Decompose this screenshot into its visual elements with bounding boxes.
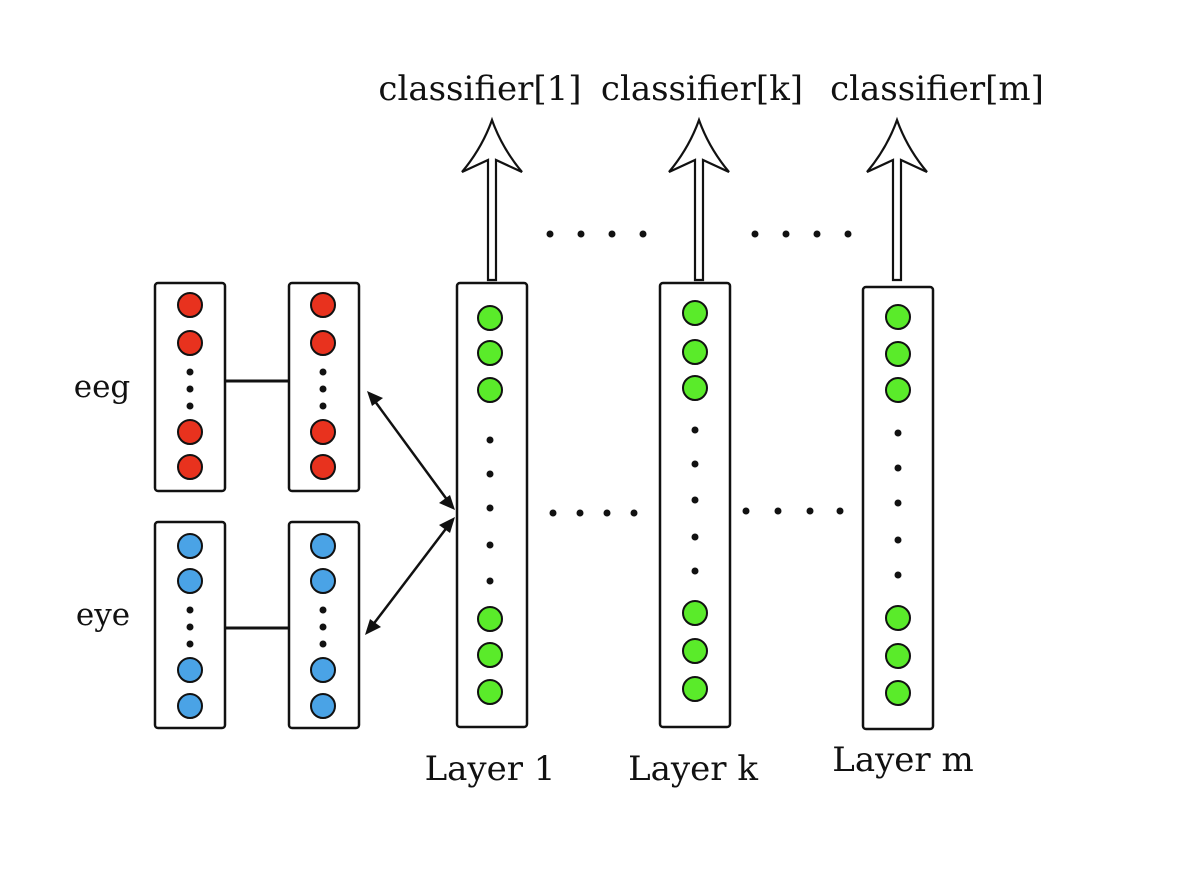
eye-node bbox=[310, 568, 336, 594]
layer-1-ellipsis-dot bbox=[486, 504, 494, 512]
classifier-arrow-m bbox=[866, 116, 928, 282]
eye-ellipsis-dot bbox=[186, 640, 194, 648]
layer-1-ellipsis-dot bbox=[486, 541, 494, 549]
layer-1-ellipsis-dot bbox=[486, 577, 494, 585]
eye-node bbox=[177, 533, 203, 559]
eye-node bbox=[177, 693, 203, 719]
eye-ellipsis-dot bbox=[186, 623, 194, 631]
layer-m-node bbox=[885, 643, 911, 669]
layer-m-box bbox=[861, 285, 935, 731]
layer-1-ellipsis-dot bbox=[486, 436, 494, 444]
layer-1-nodes bbox=[477, 305, 503, 705]
eeg-node bbox=[310, 330, 336, 356]
eye-node bbox=[177, 568, 203, 594]
layer-label-m: Layer m bbox=[832, 740, 973, 780]
layer-m-ellipsis-dot bbox=[894, 571, 902, 579]
layer-m-ellipsis-dot bbox=[894, 464, 902, 472]
eeg-node bbox=[310, 454, 336, 480]
layer-k-node bbox=[682, 638, 708, 664]
layer-k-node bbox=[682, 375, 708, 401]
layer-m-node bbox=[885, 304, 911, 330]
layer-m-nodes bbox=[885, 304, 911, 706]
layer-1-node bbox=[477, 679, 503, 705]
eye-hidden-nodes bbox=[310, 533, 336, 719]
layer-k-box bbox=[658, 281, 732, 729]
layer-m-ellipsis-dot bbox=[894, 536, 902, 544]
layer-m-node bbox=[885, 680, 911, 706]
eye-node bbox=[177, 657, 203, 683]
eye-ellipsis-dot bbox=[319, 623, 327, 631]
layer-1-node bbox=[477, 642, 503, 668]
layer-k-node bbox=[682, 339, 708, 365]
layer-k-nodes bbox=[682, 300, 708, 702]
layer-1-node bbox=[477, 606, 503, 632]
classifier-label-k: classifier[k] bbox=[601, 69, 803, 109]
eeg-node bbox=[310, 292, 336, 318]
layer-k-ellipsis-dot bbox=[691, 496, 699, 504]
eeg-ellipsis-dot bbox=[319, 368, 327, 376]
eeg-hidden-nodes bbox=[310, 292, 336, 480]
eeg-ellipsis-dot bbox=[186, 368, 194, 376]
layer-m-ellipsis-dot bbox=[894, 429, 902, 437]
eye-ellipsis-dot bbox=[319, 640, 327, 648]
layer-k-node bbox=[682, 600, 708, 626]
eeg-to-layer1-arrow bbox=[367, 391, 455, 510]
layer-ellipsis-left bbox=[549, 509, 638, 517]
eeg-node bbox=[177, 330, 203, 356]
layer-label-1: Layer 1 bbox=[425, 749, 556, 789]
eeg-node bbox=[310, 419, 336, 445]
modality-label-eeg: eeg bbox=[74, 369, 131, 405]
layer-k-ellipsis-dot bbox=[691, 460, 699, 468]
layer-m-node bbox=[885, 341, 911, 367]
eye-node bbox=[310, 533, 336, 559]
layer-k-ellipsis-dot bbox=[691, 567, 699, 575]
modality-label-eye: eye bbox=[76, 597, 130, 633]
eye-ellipsis-dot bbox=[319, 606, 327, 614]
eye-node bbox=[310, 693, 336, 719]
eeg-input-nodes bbox=[177, 292, 203, 480]
classifier-arrow-1 bbox=[461, 116, 523, 282]
eeg-ellipsis-dot bbox=[319, 385, 327, 393]
eeg-ellipsis-dot bbox=[186, 402, 194, 410]
layer-m-ellipsis-dot bbox=[894, 499, 902, 507]
classifier-arrow-k bbox=[668, 116, 730, 282]
layer-k-ellipsis-dot bbox=[691, 426, 699, 434]
layer-label-k: Layer k bbox=[628, 749, 758, 789]
eeg-node bbox=[177, 419, 203, 445]
eye-ellipsis-dot bbox=[186, 606, 194, 614]
layer-1-node bbox=[477, 340, 503, 366]
layer-1-box bbox=[455, 281, 529, 729]
classifier-ellipsis-right bbox=[751, 230, 852, 238]
eeg-node bbox=[177, 454, 203, 480]
layer-1-ellipsis-dot bbox=[486, 470, 494, 478]
layer-k-ellipsis-dot bbox=[691, 533, 699, 541]
layer-m-node bbox=[885, 605, 911, 631]
layer-m-node bbox=[885, 377, 911, 403]
eye-to-layer1-arrow bbox=[365, 517, 455, 635]
classifier-label-m: classifier[m] bbox=[830, 69, 1044, 109]
layer-ellipsis-right bbox=[742, 507, 844, 515]
eeg-node bbox=[177, 292, 203, 318]
classifier-label-1: classifier[1] bbox=[378, 69, 581, 109]
layer-k-node bbox=[682, 676, 708, 702]
classifier-ellipsis-left bbox=[546, 230, 647, 238]
layer-k-node bbox=[682, 300, 708, 326]
eeg-ellipsis-dot bbox=[186, 385, 194, 393]
eye-node bbox=[310, 657, 336, 683]
layer-1-node bbox=[477, 305, 503, 331]
layer-1-node bbox=[477, 377, 503, 403]
eye-input-nodes bbox=[177, 533, 203, 719]
eeg-ellipsis-dot bbox=[319, 402, 327, 410]
